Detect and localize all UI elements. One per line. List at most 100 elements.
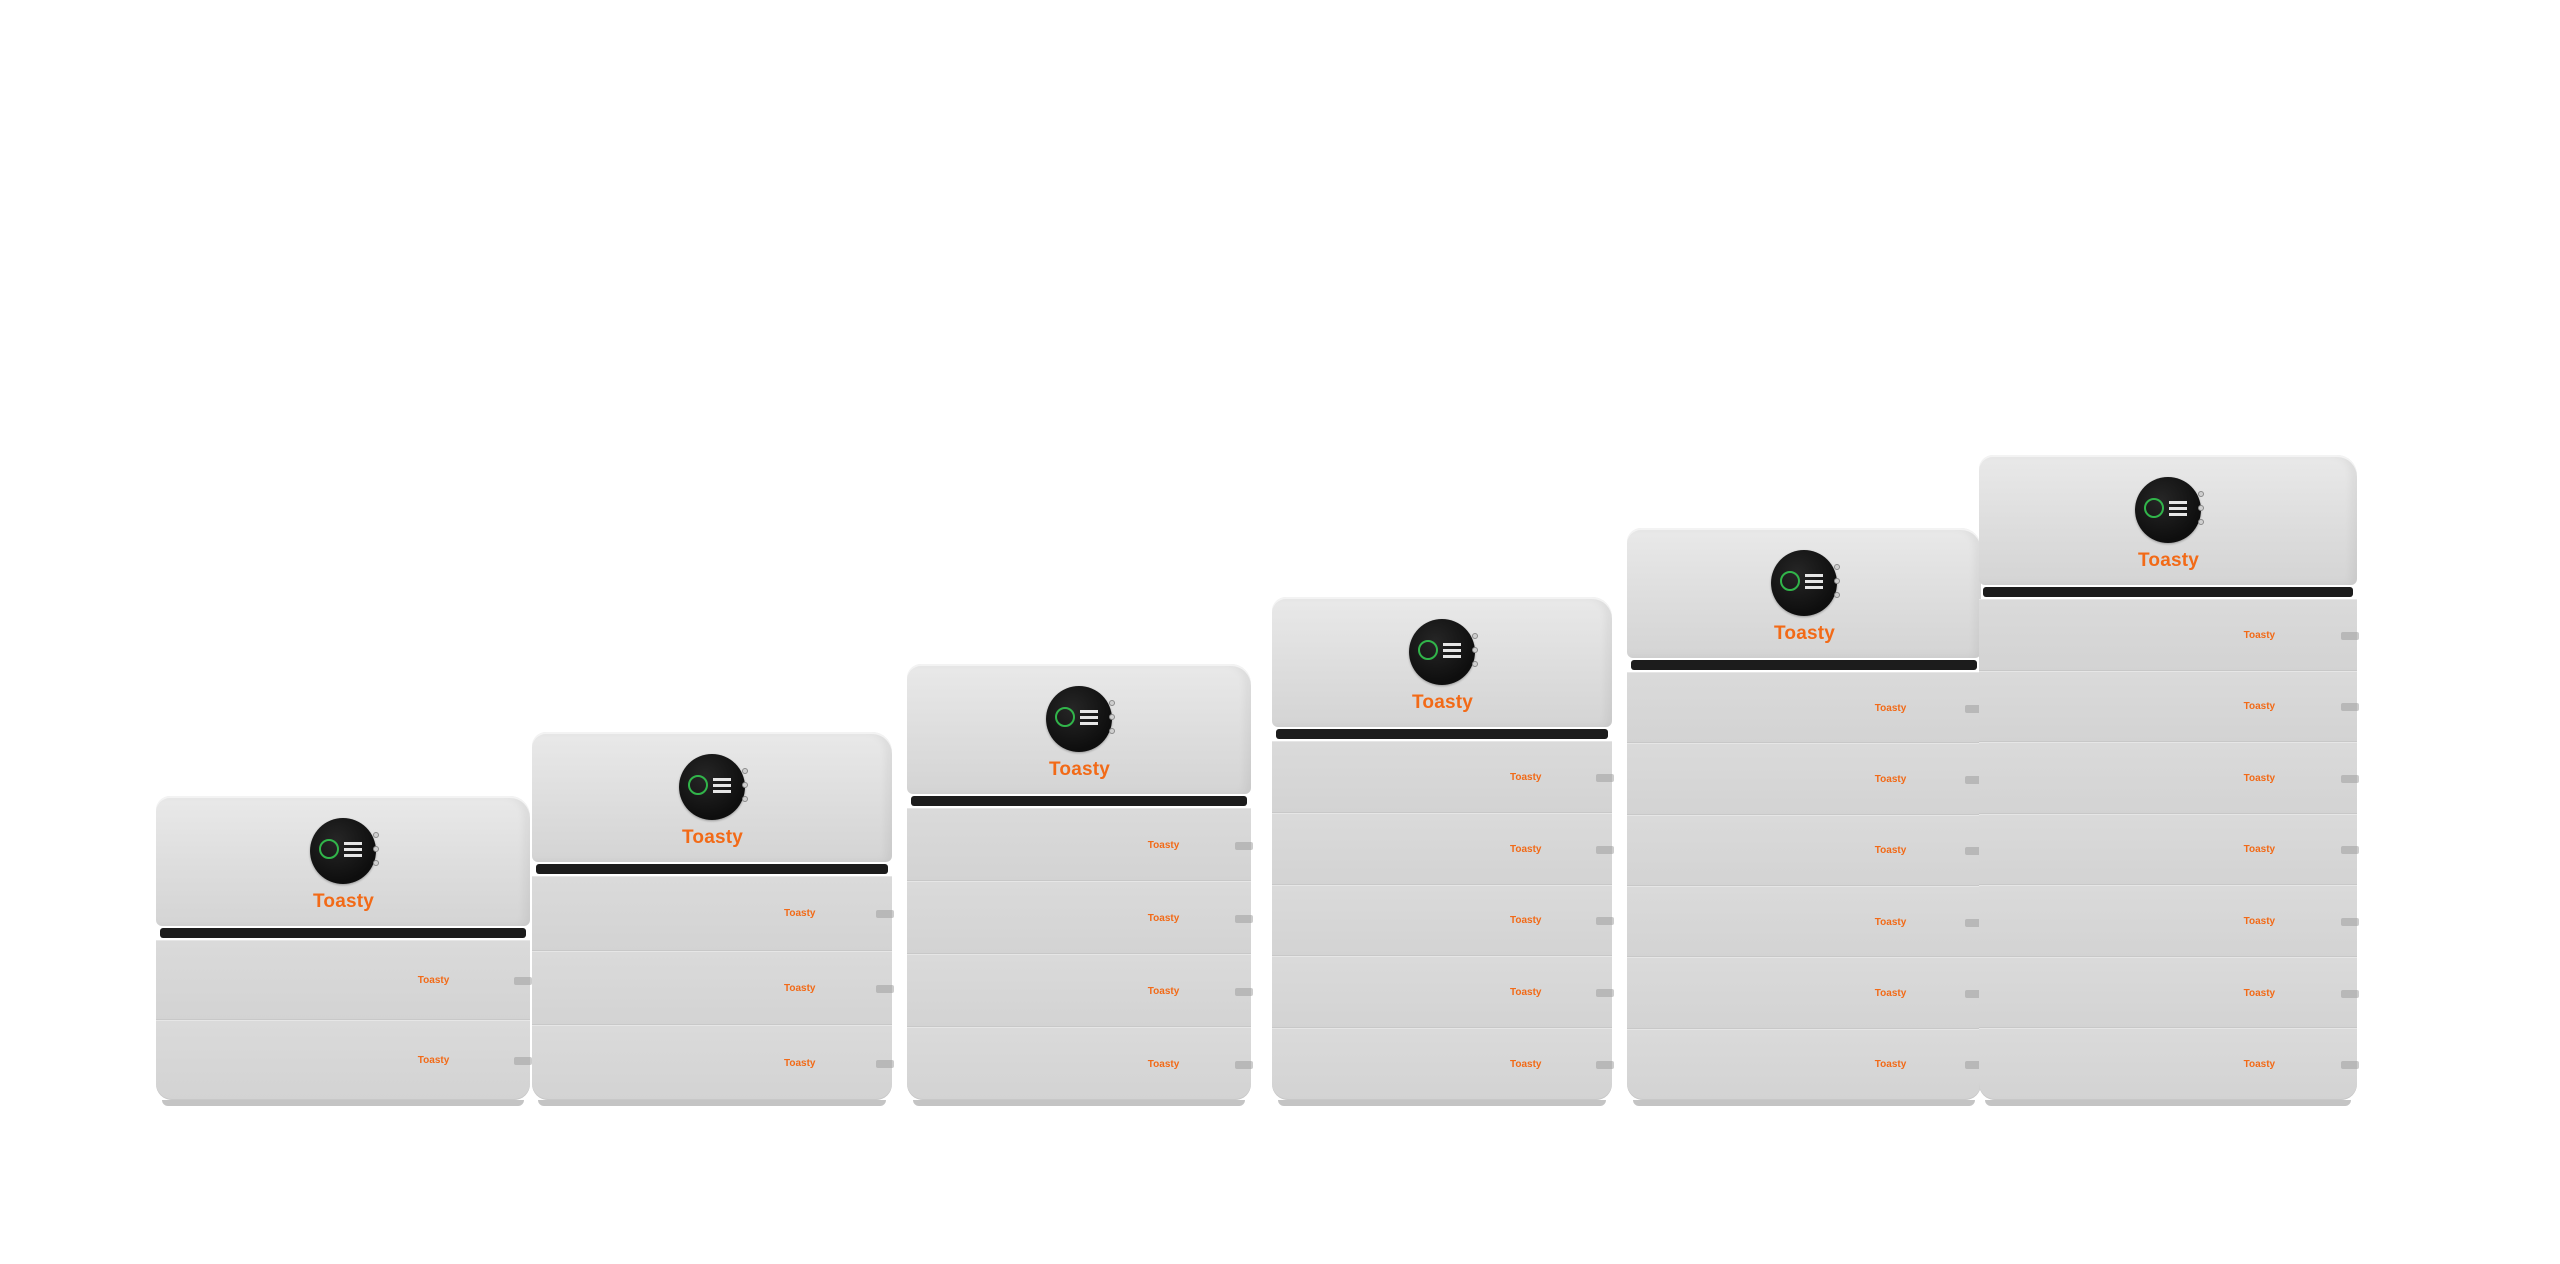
battery-module: Toasty [156,1020,532,1100]
module-brand-label: Toasty [1510,915,1542,927]
charge-ring-icon [2144,498,2164,518]
side-handle [1965,847,1983,856]
status-display-icon [2135,477,2204,543]
side-handle [1596,845,1614,854]
module-brand-label: Toasty [1510,1059,1542,1071]
module-brand-label: Toasty [1874,916,1907,928]
level-bars-icon [1443,643,1461,661]
side-handle [876,910,894,919]
charge-ring-icon [1418,640,1438,660]
battery-module: Toasty [1627,814,1983,886]
battery-module: Toasty [1627,957,1983,1029]
level-bars-icon [344,842,362,860]
control-buttons-icon [742,768,748,810]
battery-control-cap: Toasty [1272,597,1612,727]
battery-module: Toasty [156,940,532,1020]
side-handle [1965,1061,1983,1070]
base-plinth [162,1100,524,1106]
module-brand-label: Toasty [1510,843,1542,855]
control-buttons-icon [1472,633,1478,675]
control-buttons-icon [373,832,379,874]
side-handle [2341,703,2359,712]
status-display-icon [1046,686,1115,752]
module-brand-label: Toasty [784,908,816,920]
base-plinth [1985,1100,2351,1106]
module-brand-label: Toasty [2243,701,2276,713]
charge-ring-icon [319,839,339,859]
battery-module: Toasty [1979,742,2359,814]
brand-logo: Toasty [1049,759,1111,780]
side-handle [514,977,532,985]
side-handle [2341,631,2359,640]
module-brand-label: Toasty [1510,987,1542,999]
control-buttons-icon [1834,564,1840,606]
status-display-icon [679,754,748,820]
separator-band [1631,660,1977,670]
battery-control-cap: Toasty [907,664,1251,794]
module-brand-label: Toasty [2243,772,2276,784]
battery-module: Toasty [532,876,894,951]
battery-module: Toasty [1979,670,2359,743]
side-handle [1596,989,1614,998]
module-brand-label: Toasty [2243,629,2276,641]
level-bars-icon [1080,710,1098,728]
module-brand-label: Toasty [417,1055,450,1066]
level-bars-icon [2169,501,2187,519]
brand-logo: Toasty [682,827,744,848]
battery-module: Toasty [1979,813,2359,886]
battery-module: Toasty [1272,741,1614,813]
level-bars-icon [713,778,731,796]
module-brand-label: Toasty [1147,912,1180,924]
side-handle [1965,775,1983,784]
battery-module: Toasty [1272,1028,1614,1100]
level-bars-icon [1805,574,1823,592]
side-handle [1596,917,1614,926]
side-handle [1965,704,1983,713]
side-handle [876,984,894,993]
brand-logo: Toasty [2138,550,2200,571]
side-handle [876,1059,894,1068]
module-brand-label: Toasty [1874,773,1907,785]
battery-module: Toasty [907,954,1253,1027]
charge-ring-icon [1780,571,1800,591]
module-brand-label: Toasty [784,1057,816,1069]
module-brand-label: Toasty [1147,1058,1180,1070]
side-handle [2341,774,2359,783]
battery-control-cap: Toasty [1979,455,2357,585]
module-brand-label: Toasty [1874,702,1907,714]
battery-control-cap: Toasty [156,796,530,926]
side-handle [1235,987,1253,996]
battery-control-cap: Toasty [532,732,892,862]
status-display-icon [310,818,379,884]
battery-module: Toasty [1627,672,1983,744]
module-brand-label: Toasty [2243,987,2276,999]
side-handle [2341,989,2359,998]
side-handle [1965,989,1983,998]
battery-control-cap: Toasty [1627,528,1981,658]
brand-logo: Toasty [1412,692,1474,713]
side-handle [1235,1060,1253,1069]
battery-module: Toasty [1627,886,1983,958]
battery-module: Toasty [1627,1028,1983,1100]
base-plinth [1278,1100,1606,1106]
module-brand-label: Toasty [1874,987,1907,999]
brand-logo: Toasty [313,891,375,912]
battery-module: Toasty [1272,812,1614,885]
side-handle [1596,1061,1614,1070]
side-handle [2341,918,2359,927]
side-handle [1235,914,1253,923]
battery-module: Toasty [1627,743,1983,815]
module-brand-label: Toasty [1874,845,1907,857]
battery-module: Toasty [1979,885,2359,957]
module-brand-label: Toasty [1147,985,1180,997]
module-brand-label: Toasty [417,975,450,986]
battery-module: Toasty [1979,1028,2359,1100]
module-brand-label: Toasty [784,982,816,994]
separator-band [536,864,888,874]
